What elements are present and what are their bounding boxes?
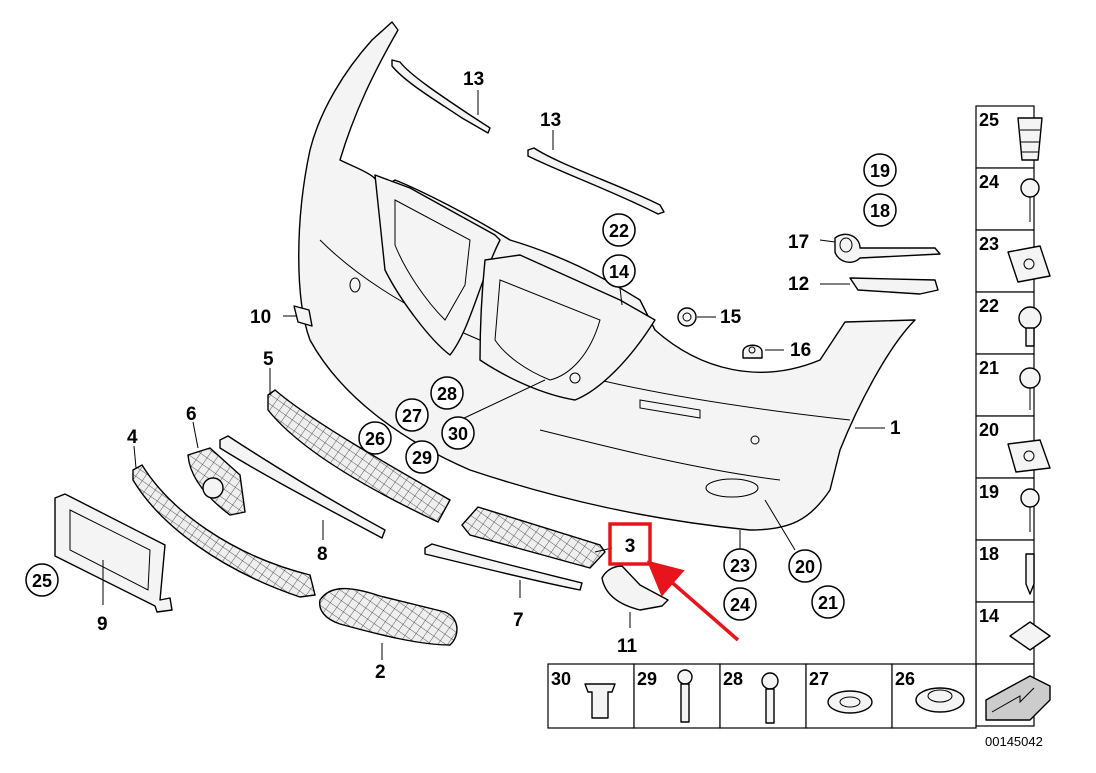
clip-15-part (677, 307, 697, 327)
callout-13-lower: 13 (540, 110, 561, 131)
callout-13-upper: 13 (463, 69, 484, 90)
strip-7-part (424, 543, 583, 591)
bottom-fastener-panel: 30 29 28 27 26 (547, 663, 977, 729)
svg-text:21: 21 (818, 593, 838, 613)
callout-8: 8 (317, 544, 328, 565)
trim-strip-lower (527, 147, 665, 215)
strip-8-part (219, 435, 386, 539)
plate-holder-9-part (54, 493, 173, 613)
callout-circle-14: 14 (602, 254, 636, 288)
svg-text:3: 3 (625, 536, 636, 557)
leader-lines (102, 90, 885, 660)
svg-text:23: 23 (730, 556, 750, 576)
grille-2-part (318, 587, 458, 646)
bracket-12-part (849, 277, 939, 295)
callout-circle-26: 26 (358, 421, 392, 455)
callout-circle-28: 28 (430, 376, 464, 410)
callout-circle-27: 27 (395, 398, 429, 432)
bottom-label-27: 27 (809, 669, 829, 689)
highlight-callout-3: 3 (608, 522, 652, 566)
diagram-code: 00145042 (985, 734, 1043, 749)
small-cover-part (293, 305, 313, 327)
grille-5-part (267, 389, 451, 523)
callout-10: 10 (250, 307, 271, 328)
callout-4: 4 (127, 427, 138, 448)
side-label-25: 25 (979, 110, 999, 130)
svg-text:19: 19 (870, 161, 890, 181)
grille-4-part (132, 464, 316, 598)
callout-circle-30: 30 (441, 416, 475, 450)
callout-12: 12 (788, 274, 809, 295)
callout-9: 9 (97, 614, 108, 635)
side-fastener-panel: 25 24 23 22 21 20 19 18 14 (975, 105, 1051, 727)
callout-2: 2 (375, 662, 386, 683)
callout-circle-25: 25 (25, 563, 59, 597)
callout-circle-29: 29 (405, 440, 439, 474)
svg-text:29: 29 (412, 448, 432, 468)
svg-text:18: 18 (870, 201, 890, 221)
side-label-14: 14 (979, 606, 999, 626)
callout-circle-18: 18 (863, 193, 897, 227)
bracket-17-part (834, 233, 941, 263)
bottom-label-30: 30 (551, 669, 571, 689)
trim-strip-upper (391, 59, 491, 134)
svg-text:27: 27 (402, 406, 422, 426)
callout-circle-20: 20 (788, 549, 822, 583)
side-label-23: 23 (979, 234, 999, 254)
callout-6: 6 (186, 404, 197, 425)
clip-16-part (742, 344, 763, 359)
callout-circle-19: 19 (863, 153, 897, 187)
grille-3-part (461, 506, 606, 569)
svg-text:25: 25 (32, 571, 52, 591)
callout-1: 1 (890, 418, 901, 439)
svg-text:24: 24 (730, 595, 750, 615)
bottom-label-26: 26 (895, 669, 915, 689)
bottom-label-29: 29 (637, 669, 657, 689)
svg-text:28: 28 (437, 384, 457, 404)
side-label-22: 22 (979, 296, 999, 316)
callout-11: 11 (617, 636, 638, 657)
bottom-label-28: 28 (723, 669, 743, 689)
svg-text:30: 30 (448, 424, 468, 444)
callout-15: 15 (720, 307, 742, 328)
callout-circle-22: 22 (602, 213, 636, 247)
side-label-24: 24 (979, 172, 999, 192)
callout-16: 16 (790, 340, 811, 361)
side-label-19: 19 (979, 482, 999, 502)
callout-circle-21: 21 (811, 585, 845, 619)
fog-cover-6-part (187, 447, 246, 516)
cover-11-part (601, 565, 669, 611)
callout-17: 17 (788, 232, 809, 253)
callout-7: 7 (513, 610, 524, 631)
svg-text:20: 20 (795, 557, 815, 577)
svg-text:22: 22 (609, 221, 629, 241)
side-label-21: 21 (979, 358, 999, 378)
svg-text:14: 14 (609, 262, 629, 282)
callout-circle-23: 23 (723, 548, 757, 582)
red-pointer-arrow (646, 560, 740, 642)
callout-circle-24: 24 (723, 587, 757, 621)
side-label-18: 18 (979, 544, 999, 564)
svg-text:26: 26 (365, 429, 385, 449)
callout-5: 5 (263, 349, 274, 370)
side-label-20: 20 (979, 420, 999, 440)
